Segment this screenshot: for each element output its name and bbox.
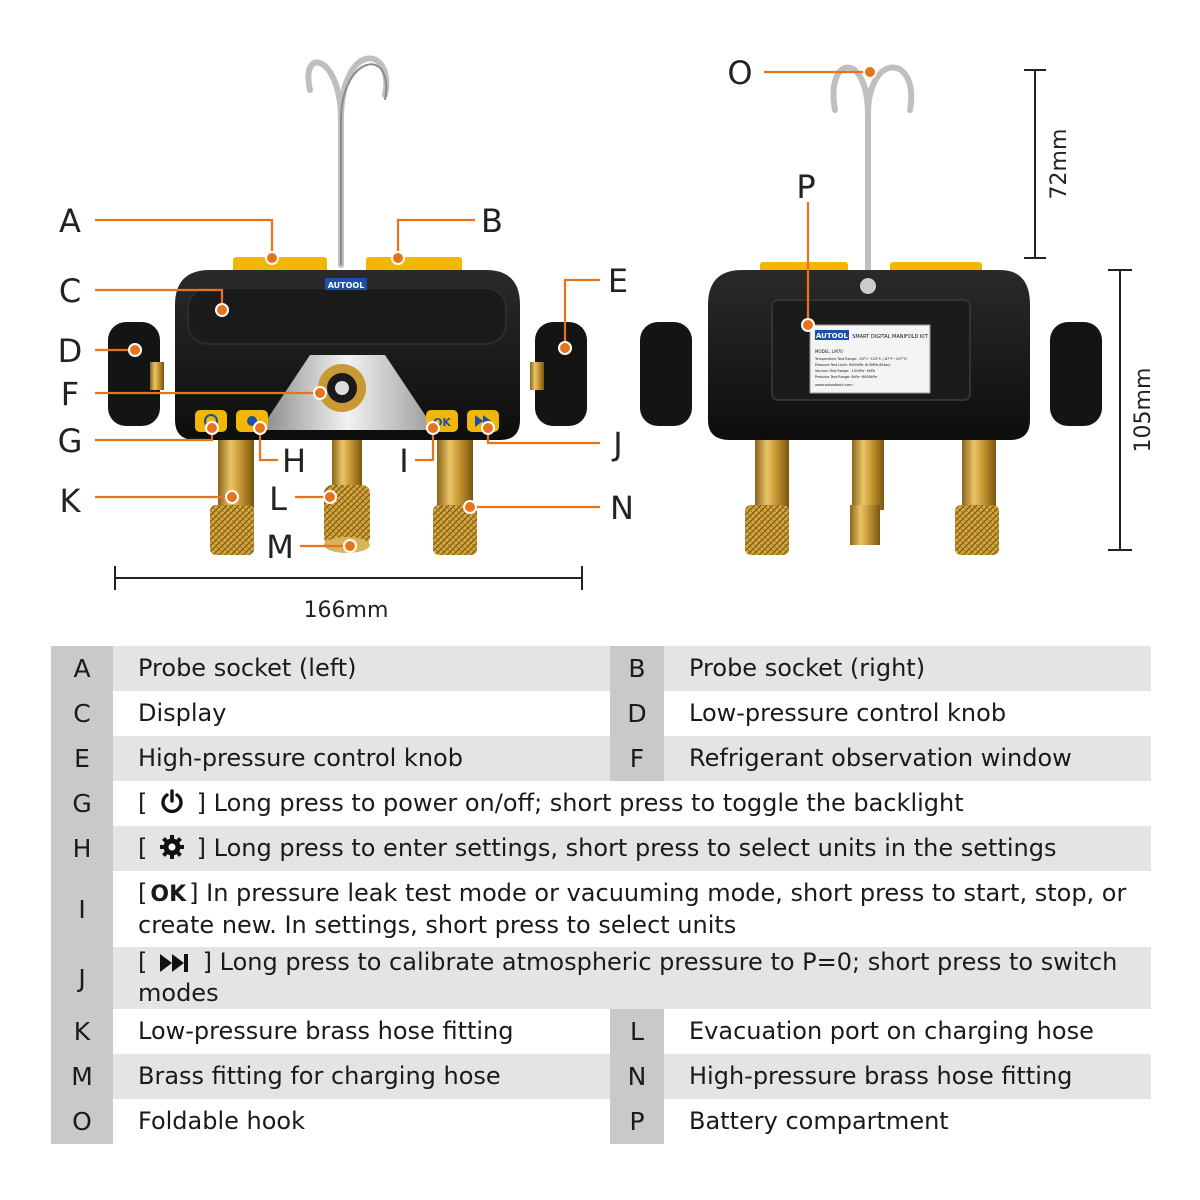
legend-key: A (51, 646, 113, 691)
legend-key: J (51, 947, 113, 1009)
legend-row: J[ ] Long press to calibrate atmospheric… (51, 947, 1151, 1009)
label-line: Pressure Test Limit: 6500kPa (6.5MPa,65b… (815, 363, 891, 367)
callout-L: L (269, 480, 287, 518)
legend-text: [ ] Long press to enter settings, short … (113, 826, 1151, 871)
manifold-diagram: AUTOOL O K 166mm (58, 54, 1156, 623)
label-line: Temperature Test Range: -50°C~125°C (-67… (814, 357, 908, 361)
callout-I: I (399, 442, 408, 480)
dimension-width: 166mm (304, 598, 389, 623)
legend-text: Brass fitting for charging hose (113, 1054, 610, 1099)
label-model: MODEL: LM70 (815, 349, 843, 354)
dimension-hook: 72mm (1047, 129, 1072, 200)
legend-key: O (51, 1099, 113, 1144)
label-website: www.autooltech.com (815, 383, 853, 387)
power-button[interactable] (195, 410, 227, 432)
legend-key: N (610, 1054, 664, 1099)
bracket-open: [ (138, 834, 148, 862)
legend-row: G[ ] Long press to power on/off; short p… (51, 781, 1151, 826)
ok-icon: OK (150, 881, 187, 907)
callout-B: B (481, 202, 503, 240)
callout-O: O (727, 54, 752, 92)
legend-text: Battery compartment (664, 1099, 1151, 1144)
callout-E: E (608, 262, 628, 300)
legend-text: Probe socket (right) (664, 646, 1151, 691)
legend-text: Foldable hook (113, 1099, 610, 1144)
bracket-open: [ (138, 789, 148, 817)
back-label: AUTOOL SMART DIGITAL MANIFOLD KIT MODEL:… (809, 324, 931, 394)
callout-D: D (58, 332, 83, 370)
legend-text: [ ] Long press to power on/off; short pr… (113, 781, 1151, 826)
legend-text: High-pressure control knob (113, 736, 610, 781)
front-view: AUTOOL OK 166mm (108, 55, 587, 623)
bracket-open: [ (138, 878, 148, 907)
legend-row: H[ ] Long press to enter settings, short… (51, 826, 1151, 871)
legend-description: ] In pressure leak test mode or vacuumin… (138, 878, 1127, 939)
label-line: Vacuum Test Range: -101kPa~0kPa (815, 369, 875, 373)
hook-back (830, 64, 915, 273)
brand-back: AUTOOL (816, 332, 849, 340)
callout-G: G (58, 422, 83, 460)
legend-key: L (610, 1009, 664, 1054)
callout-C: C (59, 272, 81, 310)
legend-description: ] Long press to power on/off; short pres… (196, 789, 964, 817)
legend-text: Probe socket (left) (113, 646, 610, 691)
legend-key: K (51, 1009, 113, 1054)
callouts: A B C D E F G H I J K L M N O P (58, 54, 877, 566)
callout-F: F (61, 375, 79, 413)
legend-key: C (51, 691, 113, 736)
callout-M: M (266, 528, 294, 566)
legend-text: Low-pressure control knob (664, 691, 1151, 736)
callout-J: J (611, 425, 622, 463)
legend-description: ] Long press to calibrate atmospheric pr… (138, 948, 1118, 1007)
callout-P: P (796, 168, 815, 206)
legend-description: ] Long press to enter settings, short pr… (196, 834, 1057, 862)
dimension-height: 105mm (1131, 368, 1156, 453)
legend-key: M (51, 1054, 113, 1099)
legend-key: D (610, 691, 664, 736)
label-title: SMART DIGITAL MANIFOLD KIT (852, 334, 929, 340)
legend-text: High-pressure brass hose fitting (664, 1054, 1151, 1099)
legend-row: I[OK] In pressure leak test mode or vacu… (51, 871, 1151, 947)
power-icon (161, 789, 183, 814)
legend-text: Display (113, 691, 610, 736)
gear-icon (160, 835, 185, 859)
brand-front: AUTOOL (328, 281, 365, 290)
legend-key: I (51, 871, 113, 947)
legend-text: Refrigerant observation window (664, 736, 1151, 781)
callout-N: N (610, 489, 634, 527)
legend-key: B (610, 646, 664, 691)
legend-text: Evacuation port on charging hose (664, 1009, 1151, 1054)
legend-text: [OK] In pressure leak test mode or vacuu… (113, 871, 1151, 947)
hook-front (305, 55, 390, 268)
skip-forward-icon (160, 954, 189, 972)
legend-text: Low-pressure brass hose fitting (113, 1009, 610, 1054)
label-line: Pressure Test Range: 0kPa~6000kPa (815, 375, 877, 379)
callout-H: H (282, 442, 306, 480)
legend-text: [ ] Long press to calibrate atmospheric … (113, 947, 1151, 1009)
legend-key: G (51, 781, 113, 826)
bracket-open: [ (138, 948, 148, 976)
callout-A: A (59, 202, 81, 240)
back-view: AUTOOL SMART DIGITAL MANIFOLD KIT MODEL:… (640, 64, 1156, 555)
legend-key: H (51, 826, 113, 871)
callout-K: K (60, 482, 82, 520)
legend-key: P (610, 1099, 664, 1144)
legend-key: F (610, 736, 664, 781)
legend-key: E (51, 736, 113, 781)
